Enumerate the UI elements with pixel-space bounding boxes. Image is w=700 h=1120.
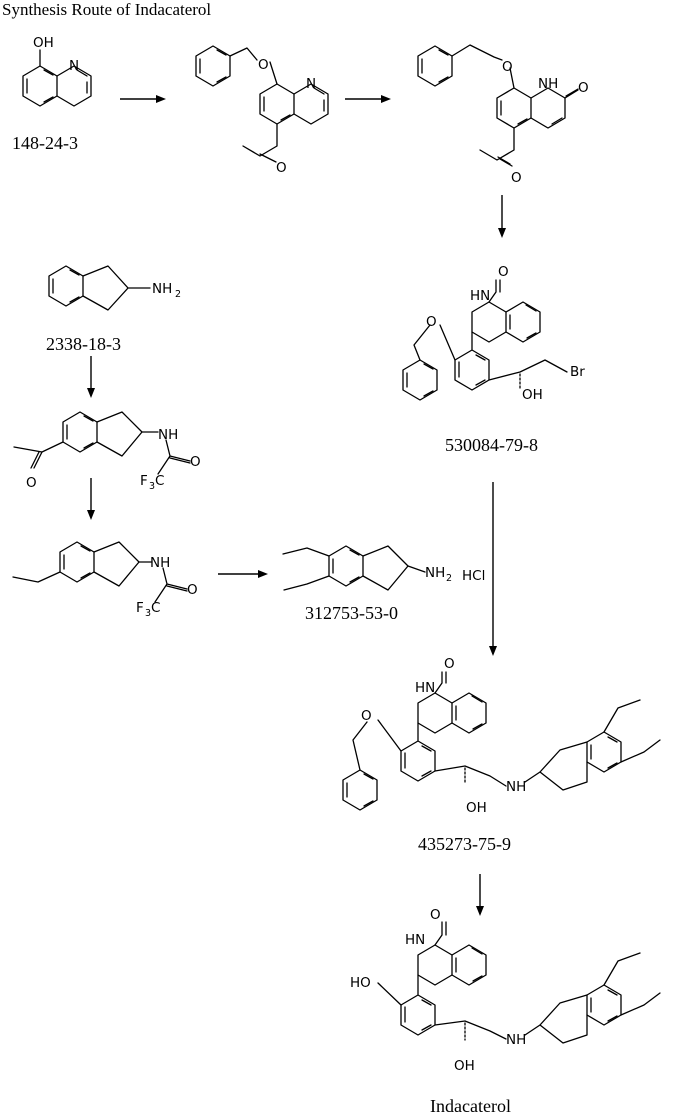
svg-text:O: O: [498, 264, 509, 280]
svg-text:O: O: [430, 907, 441, 923]
svg-text:NH: NH: [150, 555, 170, 571]
compound-8-hydroxyquinoline: OH N 148-24-3: [12, 35, 92, 153]
svg-text:NH: NH: [152, 281, 172, 297]
svg-text:NH: NH: [425, 565, 445, 581]
svg-text:F: F: [136, 600, 144, 616]
compound-acetyl-indan-tfa: NH O O F 3 C: [13, 411, 201, 492]
svg-text:F: F: [140, 473, 148, 489]
svg-text:HN: HN: [470, 288, 490, 304]
svg-text:O: O: [511, 170, 522, 186]
compound-312753-53-0: NH 2 HCl 312753-53-0: [282, 545, 485, 623]
svg-text:2: 2: [175, 289, 181, 300]
compound-530084-79-8: O HN O Br OH 530084-79-8: [402, 264, 585, 455]
svg-text:2: 2: [446, 573, 452, 584]
svg-text:OH: OH: [522, 387, 543, 403]
reaction-arrows: [87, 95, 506, 916]
svg-text:O: O: [502, 59, 513, 75]
compound-indacaterol: O HN HO NH OH Indacaterol: [350, 907, 661, 1116]
svg-text:3: 3: [145, 608, 151, 619]
svg-text:HCl: HCl: [462, 568, 485, 584]
svg-text:N: N: [306, 76, 316, 92]
svg-text:OH: OH: [454, 1058, 475, 1074]
svg-text:NH: NH: [506, 779, 526, 795]
svg-text:C: C: [155, 473, 164, 489]
svg-text:O: O: [578, 80, 589, 96]
svg-text:O: O: [276, 160, 287, 176]
compound-ethyl-indan-tfa: NH O F 3 C: [12, 541, 198, 619]
compound-benzyloxy-acetylquinoline: O N O: [195, 45, 329, 176]
scheme-title: Synthesis Route of Indacaterol: [2, 0, 211, 19]
cas-312753-53-0: 312753-53-0: [305, 603, 398, 623]
svg-text:OH: OH: [466, 800, 487, 816]
svg-text:HN: HN: [405, 932, 425, 948]
svg-text:O: O: [258, 57, 269, 73]
svg-text:N: N: [69, 58, 79, 74]
svg-text:3: 3: [149, 481, 155, 492]
svg-text:HN: HN: [415, 680, 435, 696]
compound-benzyloxy-acetylquinolinone: O NH O O: [417, 44, 589, 186]
svg-text:O: O: [444, 656, 455, 672]
svg-text:O: O: [426, 314, 437, 330]
svg-text:Br: Br: [570, 364, 585, 380]
compound-435273-75-9: O HN O NH OH 435273-75-9: [342, 656, 661, 854]
svg-text:C: C: [151, 600, 160, 616]
cas-148-24-3: 148-24-3: [12, 133, 78, 153]
cas-435273-75-9: 435273-75-9: [418, 834, 511, 854]
svg-text:O: O: [26, 475, 37, 491]
cas-2338-18-3: 2338-18-3: [46, 334, 121, 354]
name-indacaterol: Indacaterol: [430, 1096, 511, 1116]
svg-text:NH: NH: [158, 427, 178, 443]
svg-text:HO: HO: [350, 975, 371, 991]
cas-530084-79-8: 530084-79-8: [445, 435, 538, 455]
svg-text:NH: NH: [538, 76, 558, 92]
svg-text:OH: OH: [33, 35, 54, 51]
svg-text:O: O: [361, 708, 372, 724]
svg-text:O: O: [190, 454, 201, 470]
svg-text:NH: NH: [506, 1032, 526, 1048]
svg-text:O: O: [187, 582, 198, 598]
compound-2338-18-3: NH 2 2338-18-3: [46, 265, 181, 354]
